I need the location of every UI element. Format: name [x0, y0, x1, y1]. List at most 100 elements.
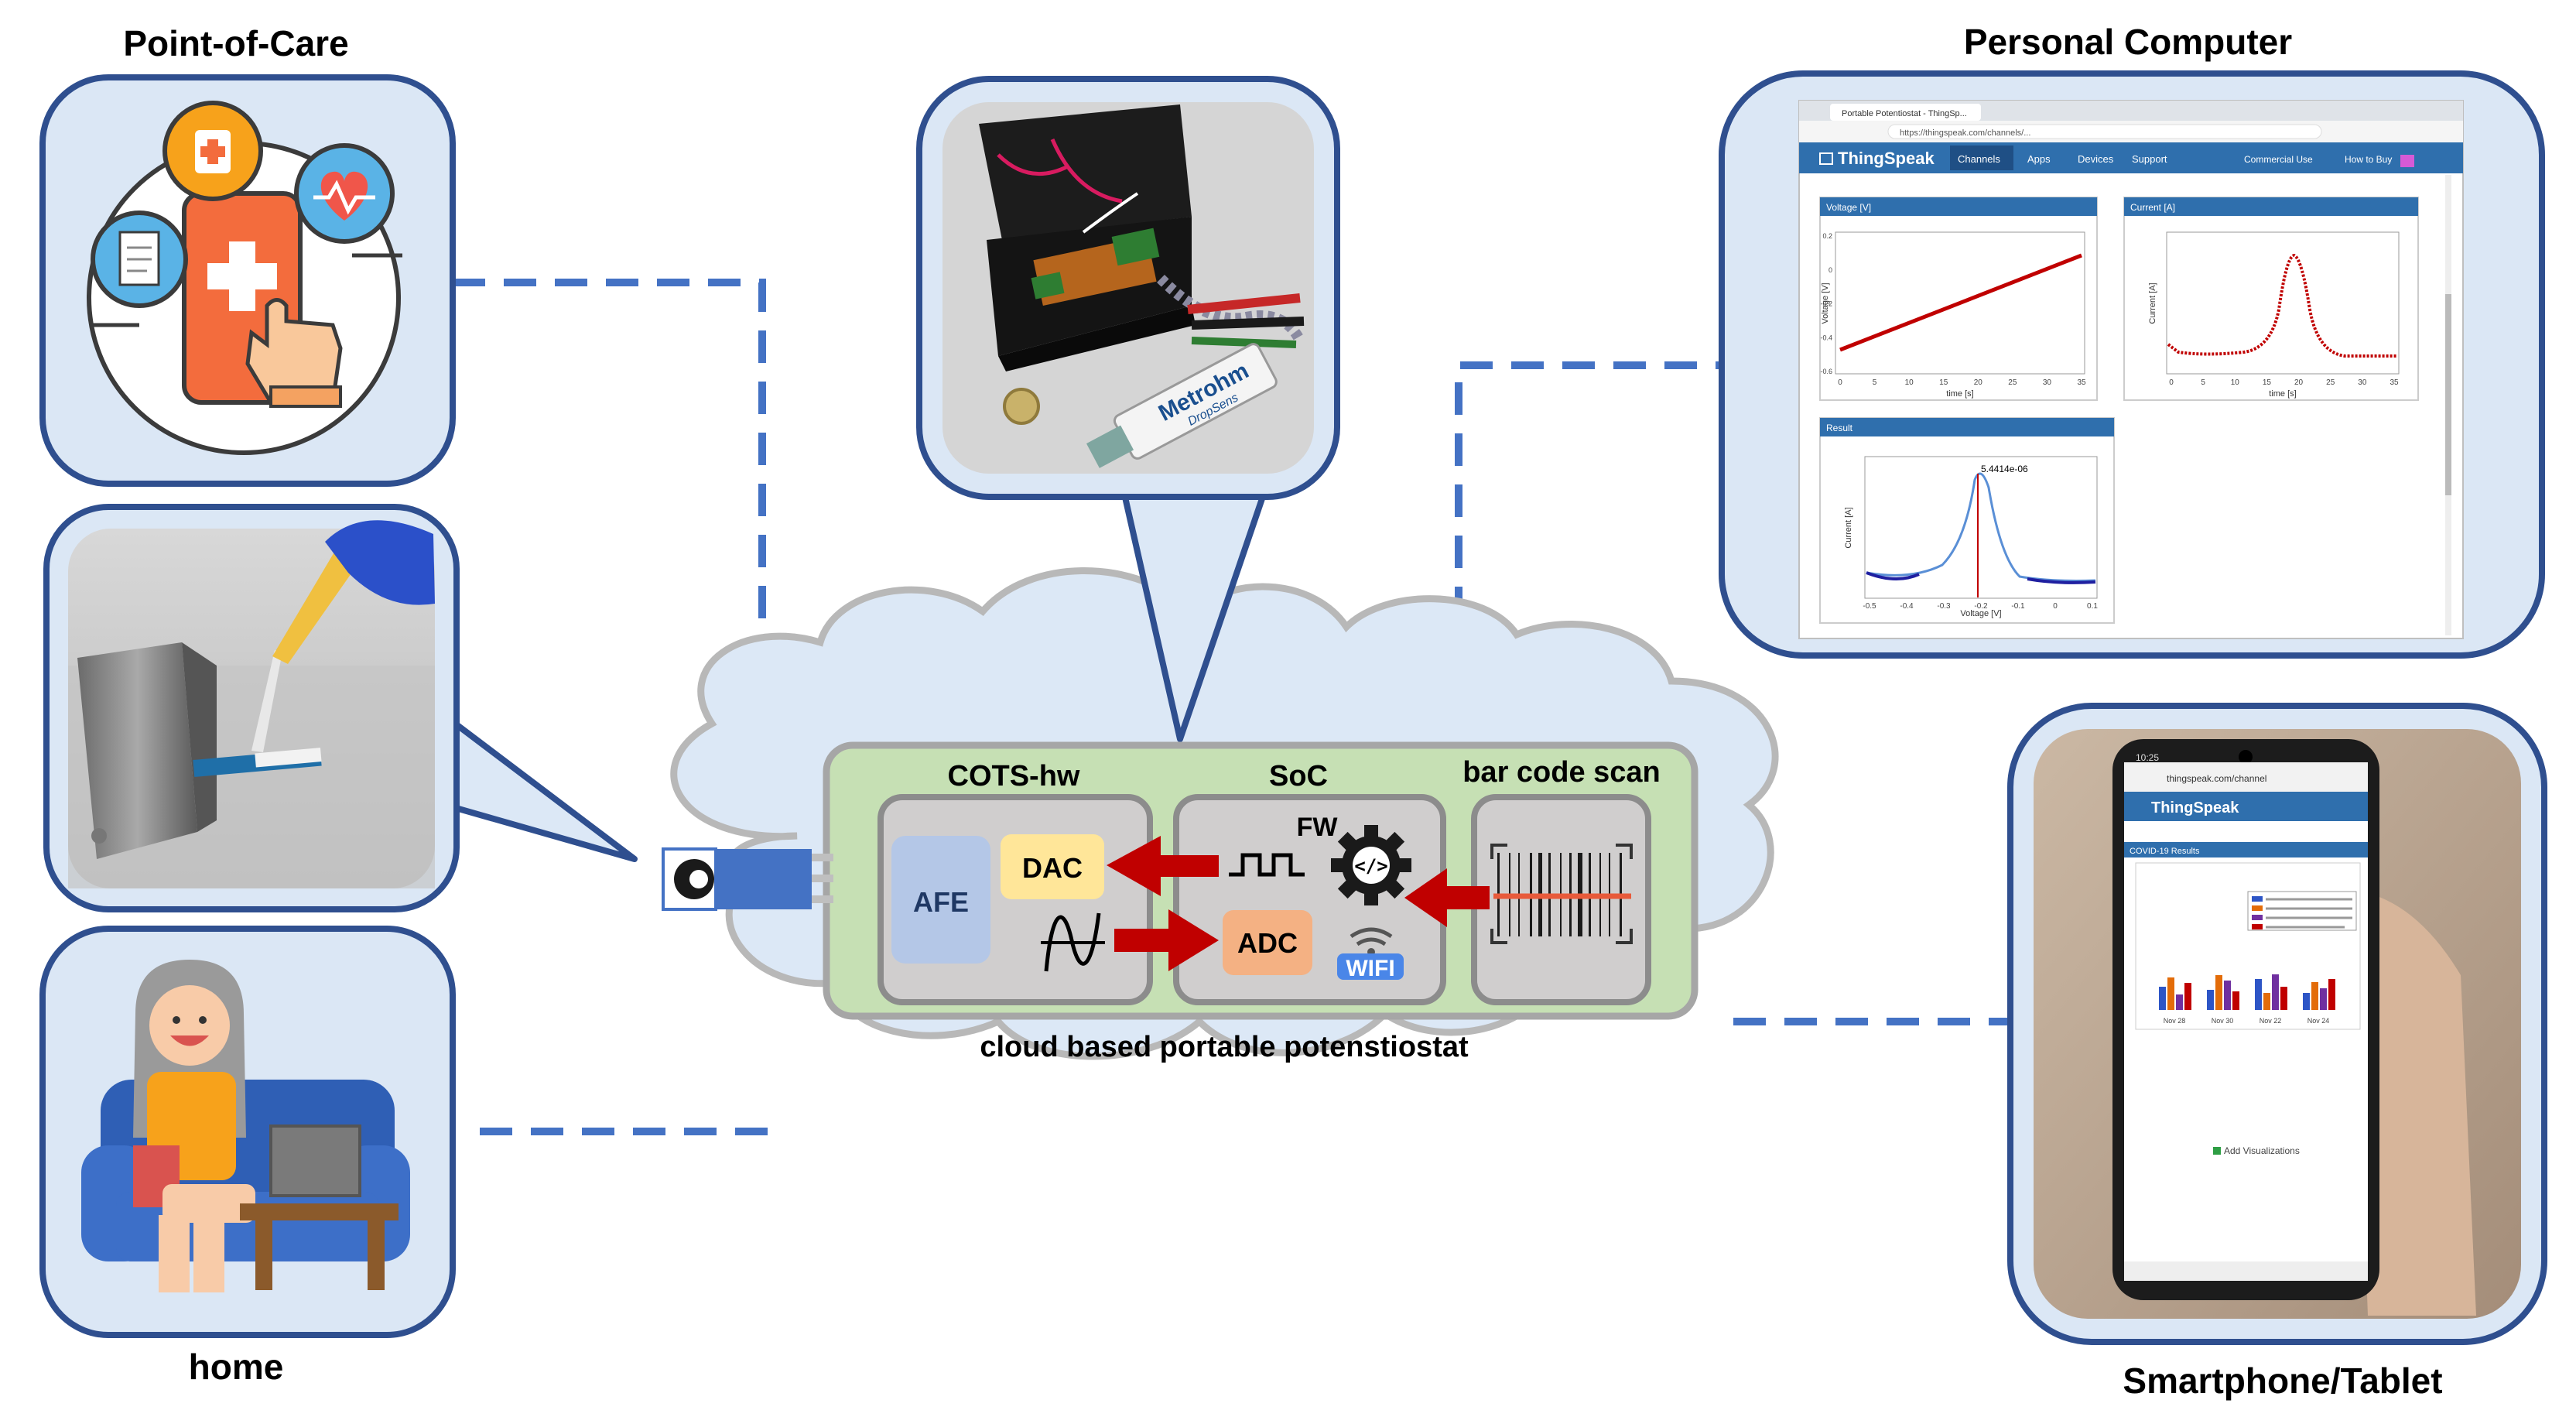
electrode-strip-icon	[662, 847, 833, 911]
result-ylabel: Current [A]	[1844, 507, 1853, 548]
bar-code-scan-label: bar code scan	[1462, 756, 1661, 789]
phone-tick-label: Nov 28	[2164, 1017, 2186, 1025]
phone-bar	[2159, 987, 2166, 1010]
potentiostat-system: COTS-hw SoC bar code scan AFE DAC ADC FW…	[823, 741, 1699, 1063]
healthcare-illustration	[87, 101, 402, 455]
voltage-widget-title: Voltage [V]	[1826, 202, 1871, 213]
phone-bar	[2328, 979, 2335, 1010]
tick-label: 25	[2326, 378, 2335, 387]
gear-icon: </>	[1331, 825, 1411, 905]
fw-label: FW	[1297, 813, 1339, 842]
point-of-care-panel: Point-of-Care	[39, 23, 456, 487]
wave-to-adc-arrow	[1114, 909, 1219, 971]
tick-label: -0.2	[1974, 602, 1988, 611]
pc-connector	[1455, 361, 1722, 619]
voltage-ylabel: Voltage [V]	[1821, 282, 1830, 323]
nav-support: Support	[2132, 153, 2167, 165]
tick-label: 30	[2043, 378, 2052, 387]
phone-bar	[2184, 983, 2191, 1010]
phone-bar	[2320, 988, 2327, 1010]
tick-label: 25	[2008, 378, 2017, 387]
phone-bar	[2176, 994, 2183, 1010]
result-xlabel: Voltage [V]	[1960, 609, 2001, 618]
adc-label: ADC	[1237, 927, 1298, 959]
voltage-xlabel: time [s]	[1946, 389, 1973, 399]
tick-label: 10	[2231, 378, 2240, 387]
result-widget: Result 5.4414e-06 Voltage [V] Current [A…	[1819, 417, 2115, 624]
cots-hw-label: COTS-hw	[948, 760, 1080, 792]
phone-bar	[2272, 974, 2279, 1010]
home-title: home	[189, 1347, 284, 1387]
sensor-holder-photo: Metrohm DropSens	[1086, 343, 1278, 468]
current-widget-title: Current [A]	[2130, 202, 2175, 213]
svg-text:</>: </>	[1354, 855, 1387, 877]
current-ylabel: Current [A]	[2148, 282, 2157, 323]
phone-bar	[2280, 987, 2287, 1010]
pipetting-photo	[68, 520, 435, 888]
tick-label: 30	[2358, 378, 2367, 387]
personal-computer-title: Personal Computer	[1964, 22, 2292, 62]
phone-bar	[2207, 990, 2214, 1010]
sample-photo-panel	[43, 504, 460, 912]
tick-label: 0	[2169, 378, 2174, 387]
smartphone-panel: Smartphone/Tablet 10:25 thingspeak.com/c…	[2007, 703, 2547, 1401]
home-panel: home	[39, 926, 456, 1387]
phone-bar	[2303, 993, 2310, 1010]
phone-bar	[2215, 975, 2222, 1010]
hand-photo	[2352, 890, 2476, 1316]
connector-lines	[453, 279, 2012, 1135]
add-visualizations-link: Add Visualizations	[2224, 1145, 2300, 1156]
phone-bar	[2311, 982, 2318, 1010]
person-on-sofa-illustration	[81, 960, 410, 1292]
phone-url: thingspeak.com/channel	[2167, 773, 2266, 784]
nav-apps: Apps	[2027, 153, 2051, 165]
browser-url: https://thingspeak.com/channels/...	[1900, 128, 2030, 138]
nav-devices: Devices	[2078, 153, 2114, 165]
y-tick-label: 0	[1829, 266, 1832, 274]
tick-label: 20	[2294, 378, 2304, 387]
phone-bar	[2255, 979, 2262, 1010]
soc-to-dac-arrow	[1107, 836, 1219, 896]
user-avatar	[2400, 155, 2414, 167]
phone-time: 10:25	[2136, 752, 2159, 763]
phone-tick-label: Nov 22	[2260, 1017, 2282, 1025]
smartphone-title: Smartphone/Tablet	[2123, 1361, 2442, 1401]
analog-wave-icon	[1044, 912, 1101, 972]
cloud-caption: cloud based portable potenstiostat	[980, 1031, 1469, 1063]
dac-block	[1001, 834, 1104, 899]
phone-thingspeak-logo: ThingSpeak	[2151, 799, 2239, 816]
peak-annotation: 5.4414e-06	[1981, 464, 2028, 474]
y-tick-label: -0.4	[1820, 334, 1832, 341]
dac-label: DAC	[1022, 852, 1083, 884]
tick-label: -0.1	[2011, 602, 2025, 611]
phone-panel-title: COVID-19 Results	[2130, 847, 2200, 856]
current-series-line	[2167, 253, 2397, 358]
afe-block	[891, 836, 990, 964]
current-xlabel: time [s]	[2269, 389, 2296, 399]
y-tick-label: -0.2	[1820, 300, 1832, 308]
phone-bar	[2232, 991, 2239, 1010]
scan-frame	[1490, 844, 1633, 944]
tick-label: 5	[2201, 378, 2205, 387]
wifi-label: WIFI	[1346, 956, 1394, 981]
phone-bar-chart	[2159, 974, 2335, 1010]
thingspeak-logo: ThingSpeak	[1838, 149, 1935, 168]
device-box-photo	[979, 104, 1196, 371]
pulse-wave-icon	[1229, 853, 1305, 877]
tick-label: 35	[2390, 378, 2399, 387]
nav-how-to-buy: How to Buy	[2345, 154, 2392, 165]
phone-bar	[2224, 981, 2231, 1010]
personal-computer-panel: Personal Computer Portable Potentiostat …	[1719, 22, 2545, 659]
tick-label: 0	[2053, 602, 2058, 611]
tick-label: 5	[1873, 378, 1877, 387]
tick-label: -0.3	[1937, 602, 1951, 611]
nav-channels: Channels	[1958, 153, 2000, 165]
phone-device: 10:25 thingspeak.com/channel ThingSpeak …	[2112, 739, 2379, 1300]
